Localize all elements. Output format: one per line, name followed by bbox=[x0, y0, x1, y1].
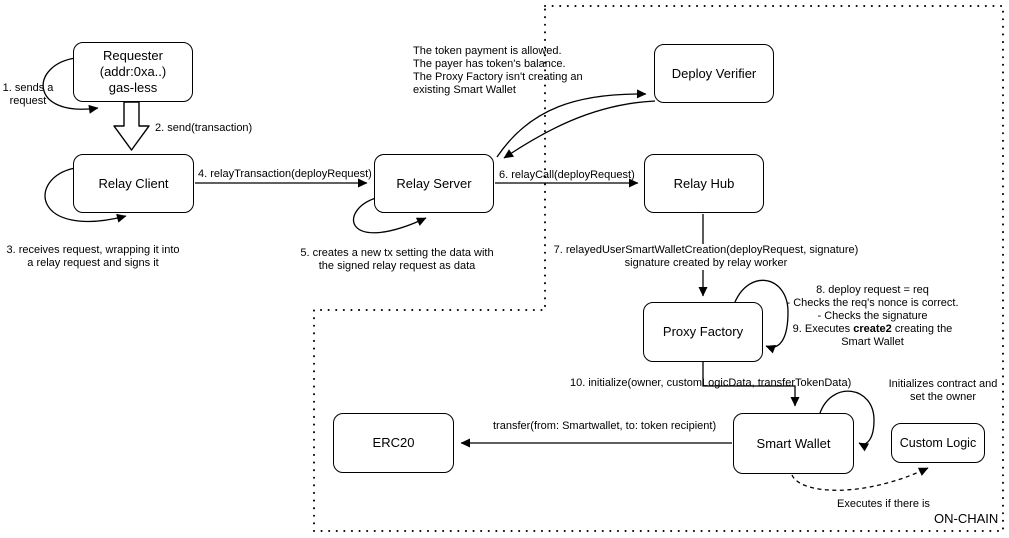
node-relay-hub-label: Relay Hub bbox=[673, 175, 735, 191]
arrow-step2-block bbox=[113, 101, 150, 151]
node-relay-server: Relay Server bbox=[374, 154, 494, 213]
node-custom-logic: Custom Logic bbox=[891, 423, 985, 463]
self-loop-smart-wallet bbox=[819, 390, 875, 452]
node-relay-server-label: Relay Server bbox=[396, 175, 472, 191]
self-loop-relay-server bbox=[352, 197, 427, 234]
label-step8-step9: 8. deploy request = req - Checks the req… bbox=[786, 284, 959, 348]
label-step3: 3. receives request, wrapping it into a … bbox=[6, 244, 180, 269]
arrow-step10 bbox=[702, 362, 800, 407]
node-deploy-verifier-label: Deploy Verifier bbox=[671, 65, 757, 81]
node-deploy-verifier: Deploy Verifier bbox=[654, 44, 774, 103]
node-relay-hub: Relay Hub bbox=[644, 154, 764, 213]
label-step6: 6. relayCall(deployRequest) bbox=[499, 169, 635, 181]
node-proxy-factory: Proxy Factory bbox=[643, 302, 763, 362]
node-erc20-label: ERC20 bbox=[372, 435, 415, 450]
label-step5: 5. creates a new tx setting the data wit… bbox=[300, 247, 494, 272]
label-step1: 1. sends a request bbox=[2, 82, 54, 107]
label-step2: 2. send(transaction) bbox=[155, 122, 253, 134]
arrow-from-deploy-verifier bbox=[503, 100, 656, 159]
node-custom-logic-label: Custom Logic bbox=[899, 436, 977, 450]
node-smart-wallet: Smart Wallet bbox=[733, 413, 854, 474]
label-onchain: ON-CHAIN bbox=[934, 511, 999, 526]
node-relay-client-label: Relay Client bbox=[98, 175, 169, 191]
self-loop-requester bbox=[42, 57, 99, 114]
label-executes-note: Executes if there is bbox=[837, 498, 930, 510]
node-proxy-factory-label: Proxy Factory bbox=[662, 324, 744, 339]
label-verifier-note: The token payment is allowed. The payer … bbox=[413, 45, 583, 96]
label-init-note: Initializes contract and set the owner bbox=[888, 378, 998, 403]
self-loop-proxy-factory bbox=[734, 279, 789, 354]
self-loop-relay-client bbox=[44, 167, 127, 223]
label-step7: 7. relayedUserSmartWalletCreation(deploy… bbox=[548, 244, 864, 270]
node-relay-client: Relay Client bbox=[73, 154, 194, 213]
node-smart-wallet-label: Smart Wallet bbox=[756, 435, 831, 451]
label-step10: 10. initialize(owner, customLogicData, t… bbox=[570, 377, 852, 389]
arrow-to-deploy-verifier bbox=[496, 89, 647, 158]
label-step4: 4. relayTransaction(deployRequest) bbox=[198, 168, 372, 180]
label-transfer: transfer(from: Smartwallet, to: token re… bbox=[493, 420, 717, 432]
node-erc20: ERC20 bbox=[333, 413, 454, 473]
node-requester-label: Requester (addr:0xa..) gas-less bbox=[99, 48, 167, 95]
node-requester: Requester (addr:0xa..) gas-less bbox=[73, 42, 193, 102]
onchain-boundary bbox=[313, 5, 1004, 532]
arrow-executes-custom-logic bbox=[791, 467, 929, 491]
